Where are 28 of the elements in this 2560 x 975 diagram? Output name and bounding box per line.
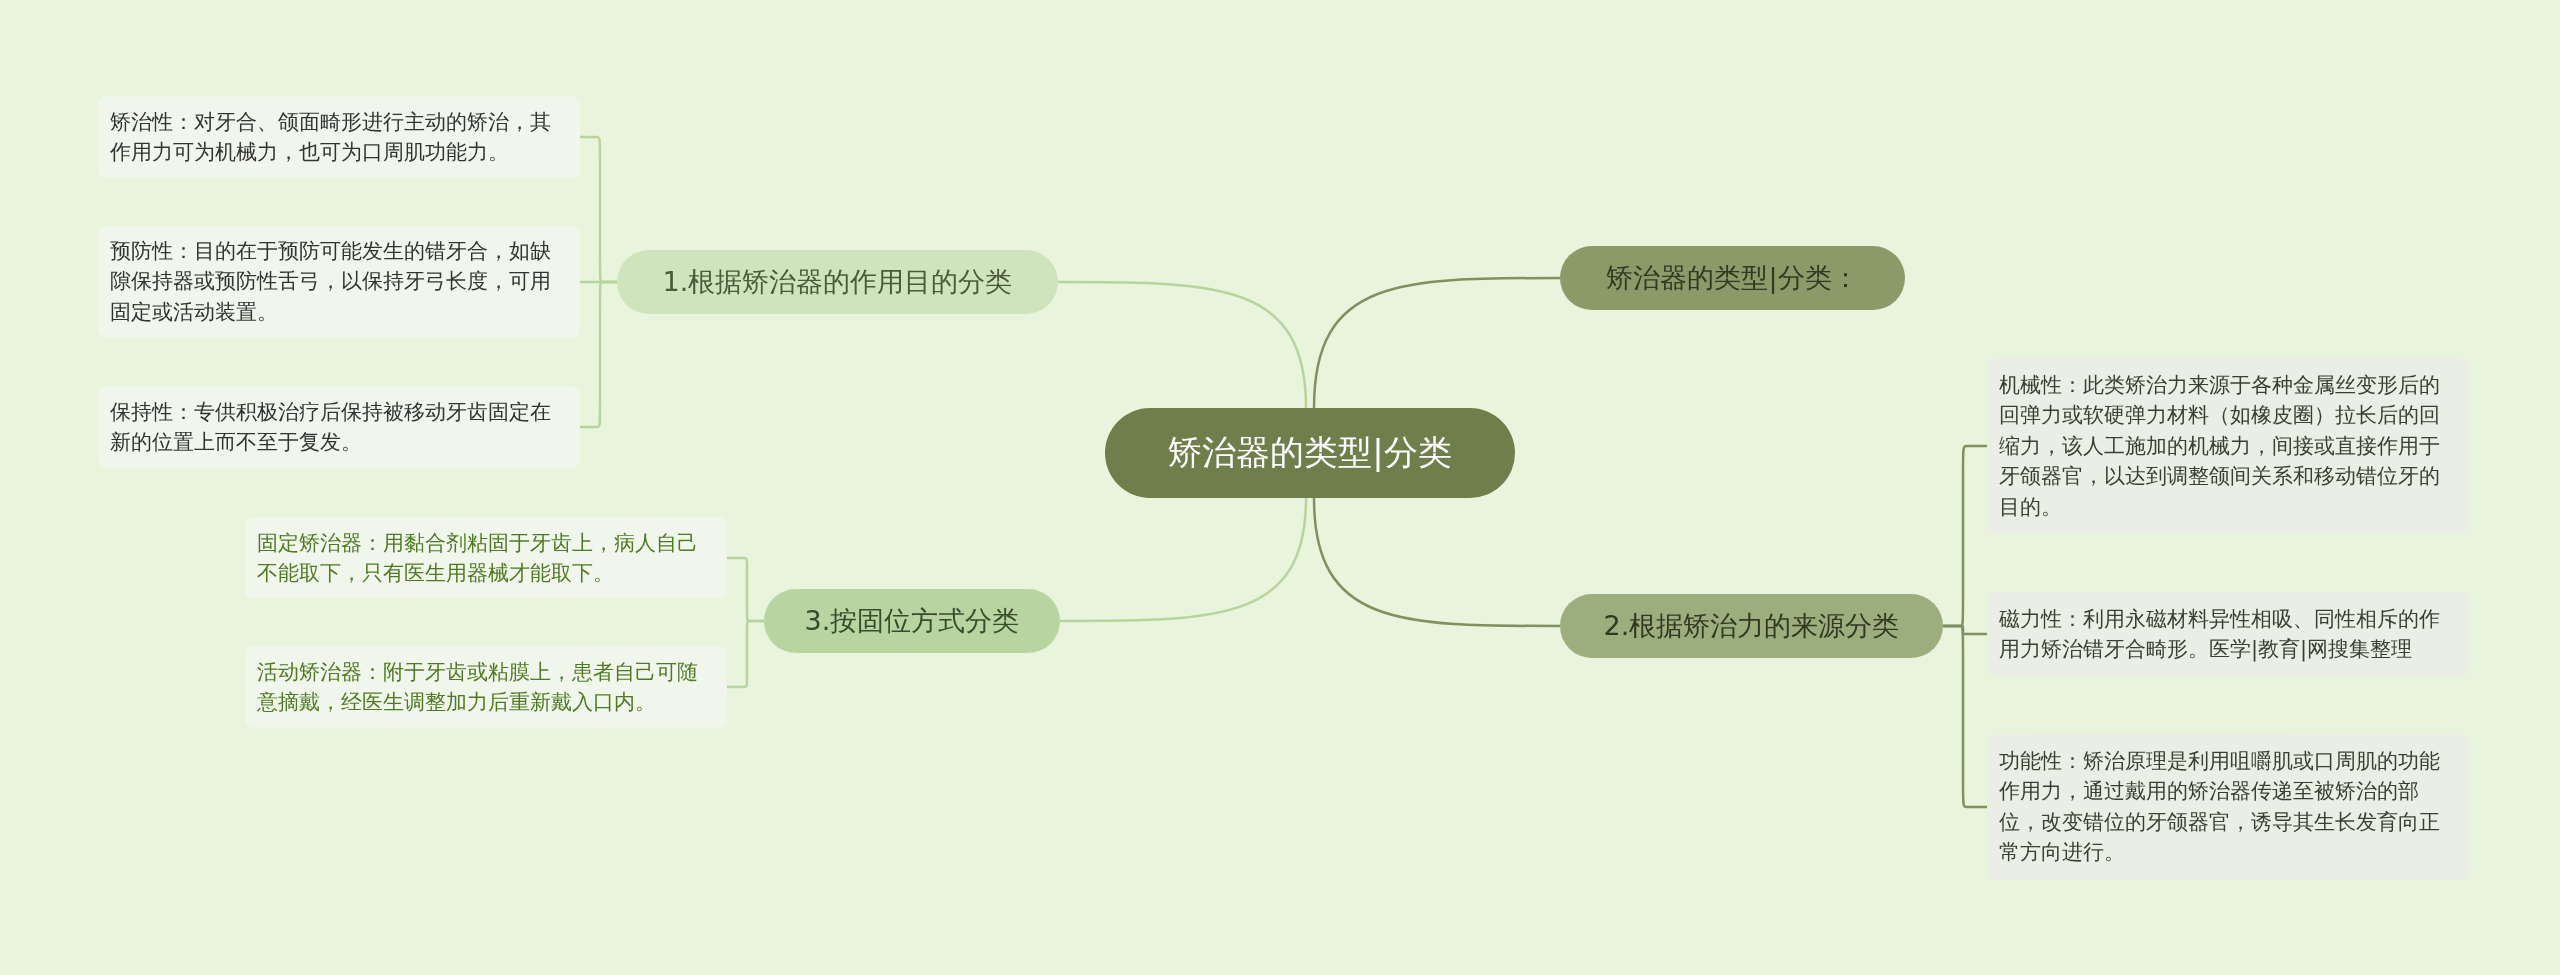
node-text: 磁力性：利用永磁材料异性相吸、同性相斥的作用力矫治错牙合畸形。医学|教育|网搜集整理 [1999,605,2441,664]
note-card [98,386,580,468]
note-card [98,96,580,178]
note-card [245,646,727,728]
node-text: 3.按固位方式分类 [803,604,1021,638]
node-text: 机械性：此类矫治力来源于各种金属丝变形后的回弹力或软硬弹力材料（如橡皮圈）拉长后的回缩力，该人工施加的机械力，间接或直接作用于牙颌器官，以达到调整颌间关系和移动错位牙的目的。 [1999,371,2441,521]
note-card [1987,734,2469,880]
node-text: 功能性：矫治原理是利用咀嚼肌或口周肌的功能作用力，通过戴用的矫治器传递至被矫治的部位，改变错位的牙颌器官，诱导其生长发育向正常方向进行。 [1999,748,2441,867]
connector-line [1943,624,1987,809]
node-text: 固定矫治器：用黏合剂粘固于牙齿上，病人自己不能取下，只有医生用器械才能取下。 [257,529,699,587]
note-card [1987,357,2469,535]
node-text: 1.根据矫治器的作用目的分类 [661,265,1014,299]
node-text: 预防性：目的在于预防可能发生的错牙合，如缺隙保持器或预防性舌弓，以保持牙弓长度，可用固定或活动装置。 [110,238,552,327]
connector-line [1060,497,1308,623]
node-text: 矫治器的类型|分类 [1167,431,1453,474]
node-text: 矫治性：对牙合、颌面畸形进行主动的矫治，其作用力可为机械力，也可为口周肌功能力。 [110,108,552,166]
connector-line [1312,276,1560,409]
connector-line [1058,280,1308,409]
note-card [1987,591,2469,677]
connector-line [580,280,617,429]
connector-line [727,619,764,689]
node-text: 矫治器的类型|分类： [1605,261,1860,296]
note-card [98,226,580,338]
note-card [245,517,727,599]
node-text: 活动矫治器：附于牙齿或粘膜上，患者自己可随意摘戴，经医生调整加力后重新戴入口内。 [257,658,699,716]
node-text: 保持性：专供积极治疗后保持被移动牙齿固定在新的位置上而不至于复发。 [110,398,552,456]
node-text: 2.根据矫治力的来源分类 [1602,609,1901,643]
connector-line [1312,497,1560,628]
